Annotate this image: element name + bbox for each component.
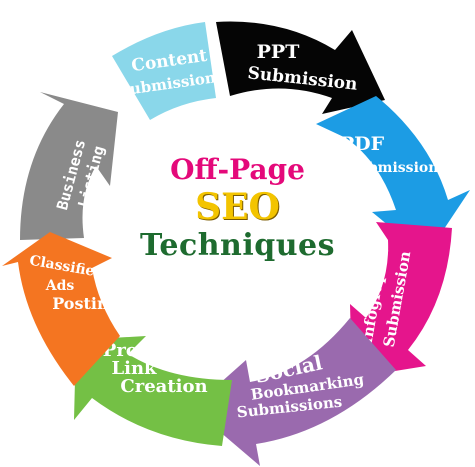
title-line-techniques: Techniques [139,228,336,263]
step-classified-ads-posting: Classified Ads Posting [2,232,120,386]
step-label-line: Profile [103,340,169,361]
segment-arrow [2,232,120,386]
step-pdf-submission: PDF Submission [316,96,470,256]
segment-arrow [74,336,232,446]
step-label-line: Submission [348,160,439,176]
step-label-line: PDF [340,133,385,155]
step-social-bookmarking: Social Bookmarking Submissions [192,318,396,466]
step-profile-link-creation: Profile Link Creation [74,336,232,446]
title-line-off-page: Off-Page [170,153,305,186]
step-label-line: Posting [52,294,120,313]
step-label-line: PPT [257,41,300,63]
step-content-submission: Content Submission [112,22,217,120]
segment-arrow [316,96,470,256]
segment-arrow [350,222,452,378]
segment-arrow [192,318,396,466]
step-ppt-submission: PPT Submission [216,21,385,114]
title-line-seo: SEO [195,186,280,228]
segment-arrow [216,21,385,114]
step-business-listing: Business Listing [20,92,118,240]
step-label-line: Link [111,358,157,379]
step-label-line: Creation [120,376,207,397]
segment-arrow [20,92,118,240]
segment-arrow [112,22,216,120]
step-label-line: Ads [45,278,75,294]
